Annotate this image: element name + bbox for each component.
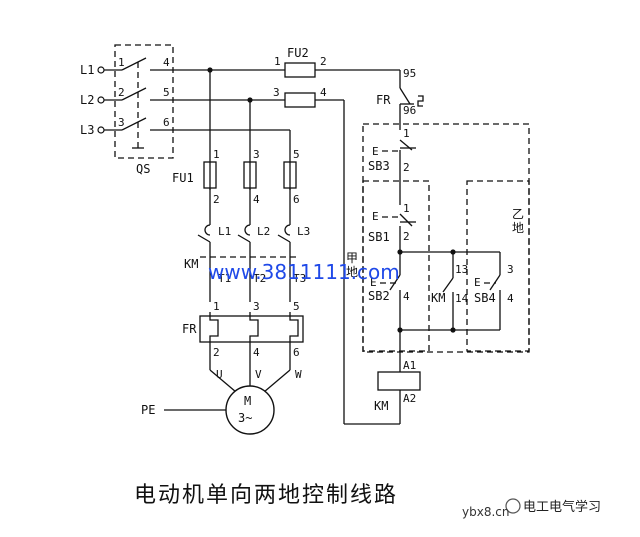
wechat-icon xyxy=(505,498,521,514)
line-l2-label: L2 xyxy=(80,93,94,107)
fr-contact-label: FR xyxy=(376,93,391,107)
fr-main-label: FR xyxy=(182,322,197,336)
fu2-label: FU2 xyxy=(287,46,309,60)
fr-main-top-5: 5 xyxy=(293,300,300,313)
qs-label: QS xyxy=(136,162,150,176)
line-l3-label: L3 xyxy=(80,123,94,137)
qs-out-5: 5 xyxy=(163,86,170,99)
zone-jia-label-bottom: 地 xyxy=(346,265,358,279)
brand-name: 电工电气学习 xyxy=(523,499,601,515)
motor-phase-w: W xyxy=(295,368,302,381)
fr-contact-96: 96 xyxy=(403,104,416,117)
fu1-top-1: 1 xyxy=(213,148,220,161)
km-main-out-t2: T2 xyxy=(253,272,266,285)
qs-in-2: 2 xyxy=(118,86,125,99)
fu2-t2: 2 xyxy=(320,55,327,68)
sb2-e: E xyxy=(370,276,377,289)
diagram-title: 电动机单向两地控制线路 xyxy=(134,483,398,508)
qs-in-1: 1 xyxy=(118,56,125,69)
km-main-out-t3: T3 xyxy=(293,272,306,285)
zone-yi-label-top: 乙 xyxy=(512,207,524,221)
sb2-label: SB2 xyxy=(368,289,390,303)
sb3-t1: 1 xyxy=(403,127,410,140)
fr-contact-95: 95 xyxy=(403,67,416,80)
zone-jia-box xyxy=(362,180,430,352)
fu2-t4: 4 xyxy=(320,86,327,99)
power-source: L1 L2 L3 xyxy=(80,63,122,137)
coil-a2: A2 xyxy=(403,392,416,405)
isolating-switch-qs: 1 2 3 4 5 6 QS xyxy=(114,44,290,176)
km-main-in-l3: L3 xyxy=(297,225,310,238)
coil-label: KM xyxy=(374,399,388,413)
fu2-t1: 1 xyxy=(274,55,281,68)
sb3-e: E xyxy=(372,145,379,158)
qs-in-3: 3 xyxy=(118,116,125,129)
control-circuit: 95 96 FR 1 E SB3 2 1 E SB1 2 E SB2 xyxy=(343,67,530,425)
km-coil xyxy=(377,371,421,391)
zone-yi-inner-box xyxy=(466,180,530,352)
sb4-label: SB4 xyxy=(474,291,496,305)
fr-main-bottom-4: 4 xyxy=(253,346,260,359)
fr-main-bottom-6: 6 xyxy=(293,346,300,359)
motor-phase-v: V xyxy=(255,368,262,381)
fu1-bottom-4: 4 xyxy=(253,193,260,206)
sb1-t2: 2 xyxy=(403,230,410,243)
sb4-t1: 3 xyxy=(507,263,514,276)
motor-phase-u: U xyxy=(216,368,223,381)
fr-main-bottom-2: 2 xyxy=(213,346,220,359)
pe-label: PE xyxy=(141,403,155,417)
qs-out-6: 6 xyxy=(163,116,170,129)
km-main-label: KM xyxy=(184,257,198,271)
motor-m: M xyxy=(244,394,251,408)
fr-main-top-3: 3 xyxy=(253,300,260,313)
sb3-label: SB3 xyxy=(368,159,390,173)
sb1-e: E xyxy=(372,210,379,223)
fu1-label: FU1 xyxy=(172,171,194,185)
main-circuit: FU1 1 3 5 2 4 6 L1 L2 L3 KM T1 T2 T3 1 3… xyxy=(141,70,310,435)
km-main-in-l1: L1 xyxy=(218,225,231,238)
footer-site: ybx8.cn xyxy=(462,505,509,519)
coil-a1: A1 xyxy=(403,359,416,372)
brand-footer: 电工电气学习 ybx8.cn xyxy=(462,498,601,519)
line-l1-label: L1 xyxy=(80,63,94,77)
sb1-t1: 1 xyxy=(403,202,410,215)
sb2-t2: 4 xyxy=(403,290,410,303)
fu1-top-5: 5 xyxy=(293,148,300,161)
fr-main-top-1: 1 xyxy=(213,300,220,313)
control-fuses-fu2: FU2 1 2 3 4 xyxy=(207,46,400,108)
km-aux-label: KM xyxy=(431,291,445,305)
km-main-out-t1: T1 xyxy=(218,272,231,285)
zone-jia-label-top: 甲 xyxy=(346,251,358,265)
km-aux-14: 14 xyxy=(455,292,469,305)
sb4-e: E xyxy=(474,276,481,289)
sb1-label: SB1 xyxy=(368,230,390,244)
site-watermark: www.3811111.com xyxy=(208,260,400,284)
qs-out-4: 4 xyxy=(163,56,170,69)
km-aux-13: 13 xyxy=(455,263,468,276)
sb4-t2: 4 xyxy=(507,292,514,305)
zone-yi-label-bottom: 地 xyxy=(512,221,524,235)
fu1-top-3: 3 xyxy=(253,148,260,161)
fu1-bottom-2: 2 xyxy=(213,193,220,206)
motor-3phase: 3~ xyxy=(238,411,252,425)
fu1-bottom-6: 6 xyxy=(293,193,300,206)
fu2-t3: 3 xyxy=(273,86,280,99)
km-main-in-l2: L2 xyxy=(257,225,270,238)
sb3-t2: 2 xyxy=(403,161,410,174)
